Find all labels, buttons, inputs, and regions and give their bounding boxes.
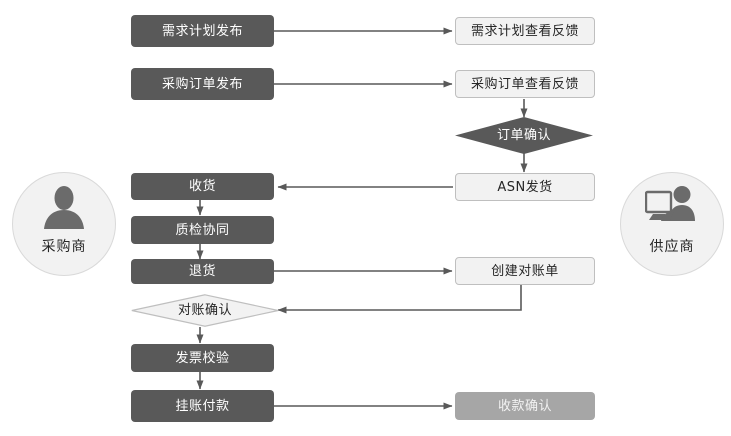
node-order-confirm[interactable]: 订单确认	[455, 117, 593, 154]
node-label: 发票校验	[175, 350, 230, 366]
node-goods-receipt[interactable]: 收货	[131, 173, 274, 200]
node-label: 采购订单发布	[161, 76, 243, 92]
node-demand-plan-feedback[interactable]: 需求计划查看反馈	[455, 17, 595, 45]
node-label: 收货	[188, 179, 216, 194]
node-po-publish[interactable]: 采购订单发布	[131, 68, 274, 100]
actor-supplier-label: 供应商	[649, 239, 695, 255]
node-label: 采购订单查看反馈	[470, 76, 579, 92]
node-label: 退货	[188, 264, 216, 279]
node-label: 对账确认	[177, 303, 232, 318]
edge-statement-to-confirm	[277, 285, 522, 314]
node-invoice-verify[interactable]: 发票校验	[131, 344, 274, 372]
node-label: 挂账付款	[175, 398, 230, 414]
node-receipt-confirm[interactable]: 收款确认	[455, 392, 595, 420]
node-asn-shipment[interactable]: ASN发货	[455, 173, 595, 201]
node-statement-confirm[interactable]: 对账确认	[131, 294, 279, 327]
node-payable-payment[interactable]: 挂账付款	[131, 390, 274, 422]
node-label: 需求计划查看反馈	[470, 23, 579, 39]
node-label: ASN发货	[497, 179, 553, 195]
node-po-feedback[interactable]: 采购订单查看反馈	[455, 70, 595, 98]
actor-buyer[interactable]: 采购商	[12, 172, 116, 276]
node-create-statement[interactable]: 创建对账单	[455, 257, 595, 285]
actor-buyer-label: 采购商	[41, 239, 87, 255]
actor-supplier[interactable]: 供应商	[620, 172, 724, 276]
node-label: 质检协同	[175, 222, 230, 238]
node-label: 订单确认	[496, 128, 551, 143]
node-label: 收款确认	[497, 398, 552, 414]
node-label: 创建对账单	[491, 263, 559, 279]
node-quality-collab[interactable]: 质检协同	[131, 216, 274, 244]
node-label: 需求计划发布	[161, 23, 243, 39]
node-demand-plan-publish[interactable]: 需求计划发布	[131, 15, 274, 47]
node-return-goods[interactable]: 退货	[131, 259, 274, 284]
person-at-computer-icon	[645, 185, 699, 229]
person-icon	[41, 185, 87, 229]
